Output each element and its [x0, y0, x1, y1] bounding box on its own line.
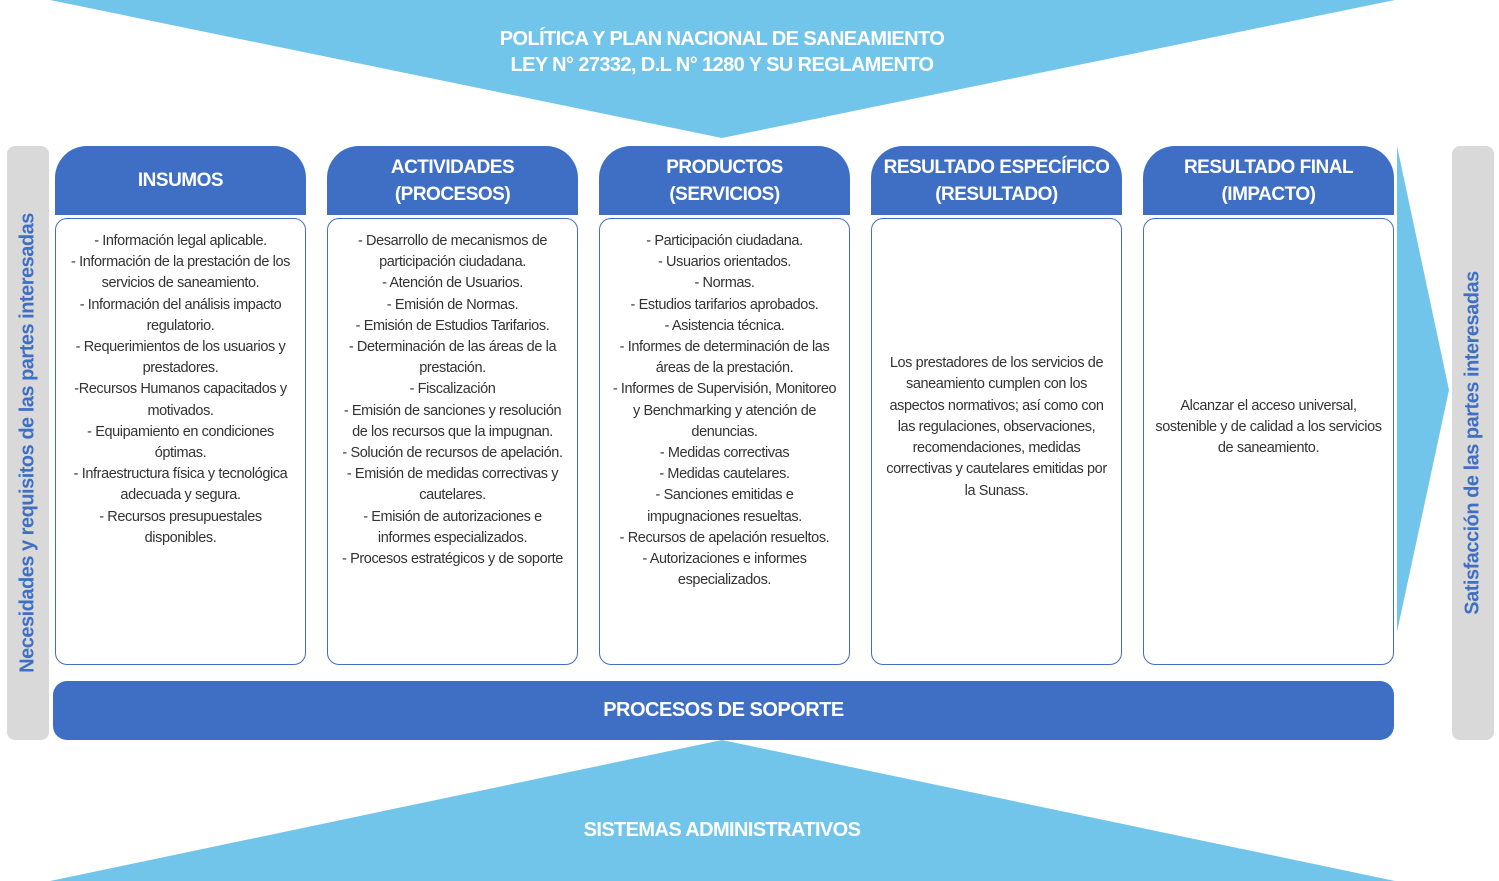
item-list: Los prestadores de los servicios de sane…: [880, 353, 1113, 501]
left-side-label: Necesidades y requisitos de las partes i…: [16, 213, 39, 673]
list-item: - Recursos de apelación resueltos.: [619, 529, 830, 546]
list-item: - Procesos estratégicos y de soporte: [342, 551, 563, 568]
top-title: POLÍTICA Y PLAN NACIONAL DE SANEAMIENTO …: [400, 26, 1044, 78]
list-item: - Autorizaciones e informes especializad…: [642, 551, 807, 589]
list-item: - Información de la prestación de los se…: [71, 254, 290, 292]
list-item: - Asistencia técnica.: [664, 317, 785, 334]
list-item: - Informes de Supervisión, Monitoreo y B…: [612, 381, 837, 440]
item-list: - Participación ciudadana. - Usuarios ori…: [608, 231, 841, 652]
column-header: PRODUCTOS (SERVICIOS): [599, 146, 850, 215]
list-item: - Infraestructura física y tecnológica a…: [73, 466, 288, 504]
list-item: - Determinación de las áreas de la prest…: [348, 339, 557, 377]
column-body: - Desarrollo de mecanismos de participac…: [327, 218, 578, 665]
list-item: - Emisión de Normas.: [386, 296, 519, 313]
list-item: Los prestadores de los servicios de sane…: [886, 355, 1107, 499]
column-insumos: INSUMOS- Información legal aplicable.- I…: [55, 146, 306, 665]
list-item: - Recursos presupuestales disponibles.: [99, 508, 262, 546]
item-list: - Información legal aplicable. - Informac…: [64, 231, 297, 652]
top-title-line1: POLÍTICA Y PLAN NACIONAL DE SANEAMIENTO: [499, 28, 945, 50]
list-item: - Informes de determinación de las áreas…: [619, 339, 830, 377]
column-resultado-final: RESULTADO FINAL (IMPACTO) Alcanzar el acc…: [1143, 146, 1394, 665]
item-list: Alcanzar el acceso universal, sostenible…: [1152, 396, 1385, 460]
list-item: - Normas.: [694, 275, 755, 292]
column-body: - Participación ciudadana. - Usuarios ori…: [599, 218, 850, 665]
list-item: - Usuarios orientados.: [657, 254, 792, 271]
column-header: ACTIVIDADES (PROCESOS): [327, 146, 578, 215]
list-item: - Desarrollo de mecanismos de participac…: [357, 233, 548, 271]
list-item: - Emisión de medidas correctivas y caute…: [346, 466, 559, 504]
list-item: - Atención de Usuarios.: [382, 275, 523, 292]
list-item: - Información del análisis impacto regul…: [79, 296, 282, 334]
list-item: - Requerimientos de los usuarios y prest…: [75, 339, 286, 377]
list-item: - Equipamiento en condiciones óptimas.: [87, 423, 274, 462]
list-item: - Fiscalización: [409, 381, 496, 398]
item-list: - Desarrollo de mecanismos de participac…: [336, 231, 569, 652]
list-item: - Medidas correctivas: [659, 445, 790, 462]
top-chevron: [50, 0, 1395, 138]
bottom-title: SISTEMAS ADMINISTRATIVOS: [583, 819, 861, 841]
list-item: Alcanzar el acceso universal, sostenible…: [1155, 397, 1382, 457]
list-item: - Sanciones emitidas e impugnaciones res…: [647, 487, 802, 525]
list-item: - Medidas cautelares.: [659, 466, 790, 483]
list-item: - Emisión de sanciones y resolución de l…: [343, 402, 562, 440]
list-item: - Emisión de autorizaciones e informes e…: [363, 508, 542, 546]
column-body: - Información legal aplicable. - Informac…: [55, 218, 306, 665]
list-item: - Participación ciudadana.: [646, 233, 803, 249]
column-resultado-especifico: RESULTADO ESPECÍFICO (RESULTADO) Los pres…: [871, 146, 1122, 665]
bottom-chevron: [50, 740, 1395, 881]
support-processes-bar: PROCESOS DE SOPORTE: [53, 681, 1394, 740]
right-arrow: [1397, 146, 1449, 632]
right-side-bar: Satisfacción de las partes interesadas: [1452, 146, 1494, 740]
left-side-bar: Necesidades y requisitos de las partes i…: [7, 146, 49, 740]
column-header: RESULTADO ESPECÍFICO (RESULTADO): [871, 146, 1122, 215]
list-item: - Emisión de Estudios Tarifarios.: [355, 317, 550, 334]
list-item: - Estudios tarifarios aprobados.: [630, 296, 819, 313]
column-productos: PRODUCTOS (SERVICIOS) - Participación ciu…: [599, 146, 850, 665]
list-item: -Recursos Humanos capacitados y motivado…: [74, 381, 287, 419]
column-header: INSUMOS: [55, 146, 306, 215]
column-body: Alcanzar el acceso universal, sostenible…: [1143, 218, 1394, 665]
right-side-label: Satisfacción de las partes interesadas: [1461, 271, 1484, 615]
column-body: Los prestadores de los servicios de sane…: [871, 218, 1122, 665]
column-header: RESULTADO FINAL (IMPACTO): [1143, 146, 1394, 215]
list-item: - Solución de recursos de apelación.: [342, 445, 563, 462]
list-item: - Información legal aplicable.: [94, 233, 267, 249]
top-title-line2: LEY N° 27332, D.L N° 1280 Y SU REGLAMENT…: [510, 54, 934, 76]
column-actividades: ACTIVIDADES (PROCESOS) - Desarrollo de me…: [327, 146, 578, 665]
